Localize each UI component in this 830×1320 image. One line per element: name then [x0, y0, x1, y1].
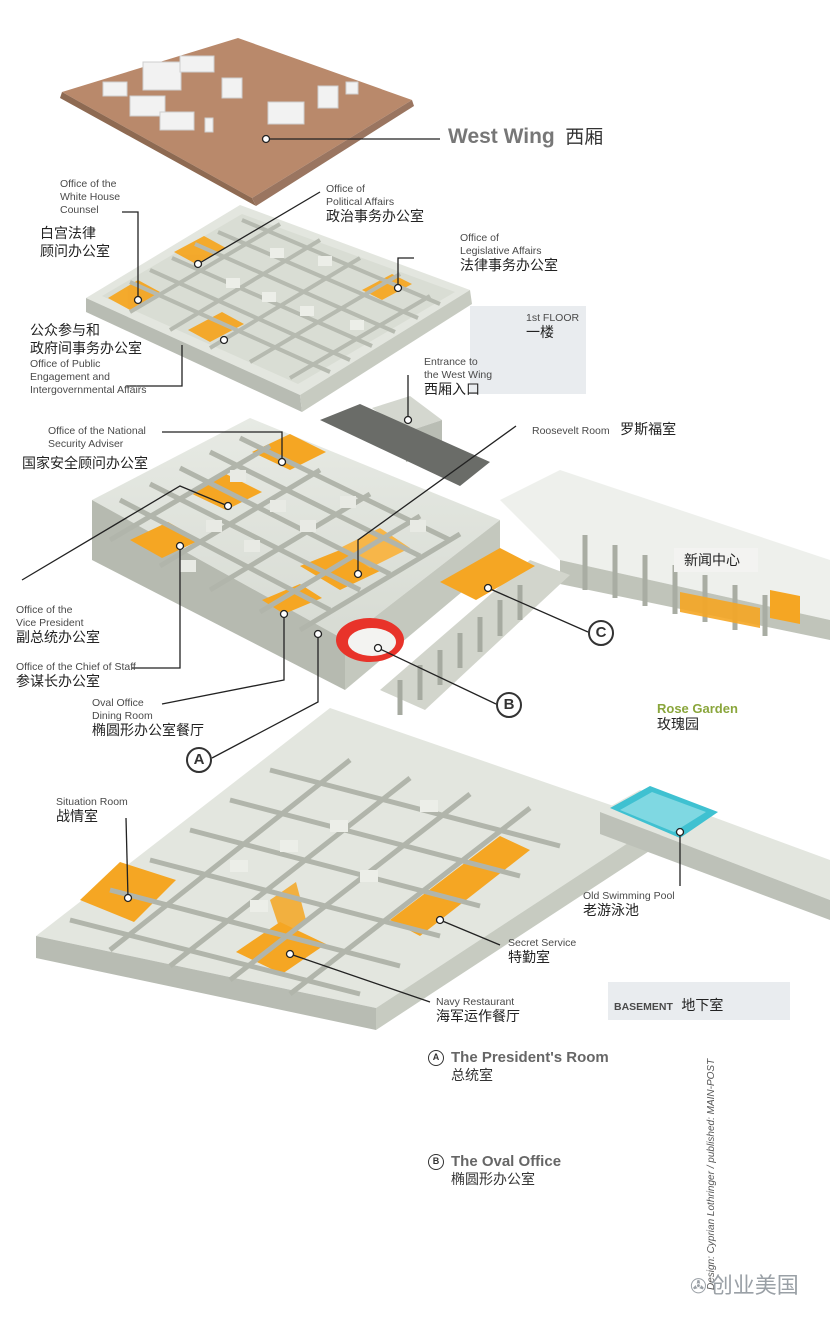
chief-zh: 参谋长办公室 [16, 674, 100, 691]
marker-c: C [588, 620, 614, 646]
label-navy-restaurant: Navy Restaurant 海军运作餐厅 [436, 996, 520, 1027]
basement-label: BASEMENT 地下室 [614, 996, 723, 1016]
entrance-en-2: the West Wing [424, 369, 493, 382]
public-zh-1: 公众参与和 [30, 323, 100, 339]
legend-marker-a: A [428, 1050, 444, 1066]
roosevelt-en: Roosevelt Room [532, 425, 610, 437]
watermark-text: 创业美国 [710, 1274, 799, 1299]
title-en: West Wing [448, 125, 555, 148]
marker-a: A [186, 747, 212, 773]
legislative-en-2: Legislative Affairs [460, 245, 542, 258]
label-secret-service: Secret Service 特勤室 [508, 937, 576, 968]
nsa-en-1: Office of the National [48, 425, 146, 437]
label-oval-dining: Oval Office Dining Room 椭圆形办公室餐厅 [92, 697, 204, 741]
entrance-en-1: Entrance to [424, 356, 478, 368]
navy-zh: 海军运作餐厅 [436, 1009, 520, 1026]
leader-lines [21, 138, 681, 1003]
first-floor-panel [470, 306, 586, 394]
basement-plan [36, 708, 830, 1030]
public-en-1: Office of Public [30, 358, 101, 370]
basement-en: BASEMENT [614, 1001, 673, 1013]
navy-en: Navy Restaurant [436, 996, 515, 1008]
secret-zh: 特勤室 [508, 950, 550, 967]
label-counsel-zh: 白宫法律 顾问办公室 [40, 226, 110, 261]
label-public-engagement: 公众参与和 政府间事务办公室 Office of Public Engageme… [30, 323, 147, 397]
first-floor-label: 1st FLOOR 一楼 [526, 312, 579, 343]
vp-en-1: Office of the [16, 604, 73, 616]
political-en-1: Office of [326, 183, 365, 195]
public-zh-2: 政府间事务办公室 [30, 340, 142, 357]
situation-en: Situation Room [56, 796, 128, 808]
nsa-zh: 国家安全顾问办公室 [22, 456, 148, 472]
political-zh: 政治事务办公室 [326, 209, 424, 226]
marker-b: B [496, 692, 522, 718]
roosevelt-zh: 罗斯福室 [620, 422, 677, 438]
basement-zh: 地下室 [681, 998, 724, 1014]
main-floor-plan [92, 396, 830, 715]
dining-zh: 椭圆形办公室餐厅 [92, 723, 204, 740]
rose-en: Rose Garden [657, 701, 738, 716]
pool-zh: 老游泳池 [583, 903, 639, 920]
wechat-icon: ✇ [690, 1274, 707, 1298]
label-vp: Office of the Vice President 副总统办公室 [16, 604, 100, 648]
nsa-en-2: Security Adviser [48, 438, 124, 451]
legend-a-en: The President's Room [451, 1049, 609, 1066]
first-floor-zh: 一楼 [526, 325, 554, 342]
label-chief-of-staff: Office of the Chief of Staff 参谋长办公室 [16, 661, 136, 692]
label-swimming-pool: Old Swimming Pool 老游泳池 [583, 890, 675, 921]
first-floor-en: 1st FLOOR [526, 312, 580, 324]
legend-a-zh: 总统室 [451, 1067, 493, 1084]
situation-zh: 战情室 [56, 809, 98, 826]
label-press-center: 新闻中心 [684, 551, 740, 571]
chief-en: Office of the Chief of Staff [16, 661, 136, 673]
design-credit: Design: Cyprian Lothringer / published: … [706, 1058, 717, 1290]
title: West Wing 西厢 [448, 124, 603, 150]
first-floor-plan [86, 205, 472, 412]
counsel-en-1: Office of the [60, 178, 117, 190]
title-zh: 西厢 [565, 126, 604, 148]
rose-zh: 玫瑰园 [657, 717, 699, 734]
legislative-en-1: Office of [460, 232, 499, 244]
label-nsa-zh: 国家安全顾问办公室 [22, 456, 148, 474]
label-entrance: Entrance to the West Wing 西厢入口 [424, 356, 492, 400]
entrance-zh: 西厢入口 [424, 382, 480, 399]
secret-en: Secret Service [508, 937, 577, 949]
counsel-zh-1: 白宫法律 [40, 226, 96, 242]
counsel-en-2: White House [60, 191, 121, 204]
public-en-3: Intergovernmental Affairs [30, 384, 147, 397]
dining-en-2: Dining Room [92, 710, 153, 723]
counsel-zh-2: 顾问办公室 [40, 243, 110, 260]
roof [60, 38, 414, 206]
watermark: ✇创业美国 [690, 1268, 799, 1300]
political-en-2: Political Affairs [326, 196, 395, 209]
vp-zh: 副总统办公室 [16, 630, 100, 647]
label-political: Office of Political Affairs 政治事务办公室 [326, 183, 424, 227]
label-nsa: Office of the National Security Adviser [48, 425, 146, 451]
pool-en: Old Swimming Pool [583, 890, 675, 902]
label-roosevelt: Roosevelt Room 罗斯福室 [532, 420, 676, 440]
label-situation-room: Situation Room 战情室 [56, 796, 128, 827]
label-counsel: Office of the White House Counsel [60, 178, 120, 217]
legislative-zh: 法律事务办公室 [460, 258, 558, 275]
dining-en-1: Oval Office [92, 697, 144, 709]
legend-marker-b: B [428, 1154, 444, 1170]
legend-b-zh: 椭圆形办公室 [451, 1171, 535, 1188]
legend-item-b: The Oval Office 椭圆形办公室 [451, 1153, 561, 1189]
counsel-en-3: Counsel [60, 204, 99, 217]
press-zh: 新闻中心 [684, 553, 740, 569]
vp-en-2: Vice President [16, 617, 84, 630]
basement-panel [608, 982, 790, 1020]
legend-b-en: The Oval Office [451, 1153, 562, 1170]
legend-item-a: The President's Room 总统室 [451, 1049, 609, 1085]
label-rose-garden: Rose Garden 玫瑰园 [657, 701, 738, 735]
public-en-2: Engagement and [30, 371, 110, 384]
label-legislative: Office of Legislative Affairs 法律事务办公室 [460, 232, 558, 276]
